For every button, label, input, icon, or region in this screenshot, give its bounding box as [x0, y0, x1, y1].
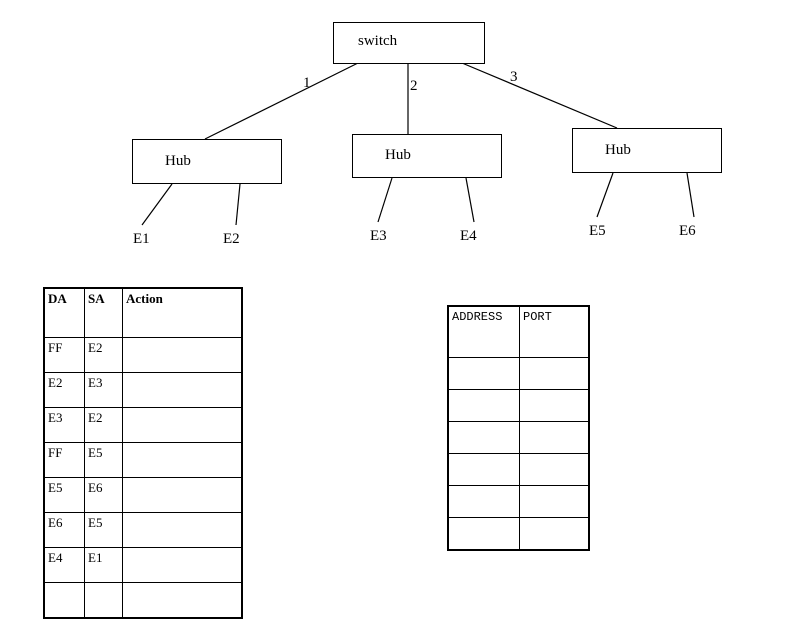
cell-action[interactable] [122, 512, 243, 548]
cell-da: E6 [43, 512, 85, 548]
cell-da: E5 [43, 477, 85, 513]
header-port: PORT [519, 305, 590, 358]
link-switch-hub1 [204, 62, 359, 140]
table-row[interactable]: FF E5 [43, 442, 243, 478]
cell-action[interactable] [122, 442, 243, 478]
table-row[interactable] [447, 485, 590, 518]
table-row[interactable] [447, 517, 590, 551]
cell-action[interactable] [122, 407, 243, 443]
cell-action[interactable] [122, 582, 243, 619]
cell-sa: E2 [84, 337, 123, 373]
link-hub3-e5 [596, 172, 614, 218]
link-hub3-e6 [686, 172, 695, 218]
cell-address[interactable] [447, 389, 520, 422]
cell-da: E3 [43, 407, 85, 443]
header-da: DA [43, 287, 85, 338]
address-table: ADDRESS PORT [447, 305, 590, 551]
cell-action[interactable] [122, 372, 243, 408]
cell-da: E4 [43, 547, 85, 583]
cell-port[interactable] [519, 357, 590, 390]
table-row[interactable]: FF E2 [43, 337, 243, 373]
cell-address[interactable] [447, 485, 520, 518]
link-hub1-e2 [235, 183, 241, 226]
host-label-e2: E2 [223, 231, 240, 247]
link-switch-hub3 [461, 62, 618, 129]
host-label-e4: E4 [460, 228, 477, 244]
table-row[interactable] [447, 389, 590, 422]
table-row[interactable] [447, 421, 590, 454]
cell-sa: E6 [84, 477, 123, 513]
cell-port[interactable] [519, 485, 590, 518]
hub-label-1: Hub [165, 153, 191, 169]
link-hub2-e4 [465, 177, 475, 223]
header-action: Action [122, 287, 243, 338]
cell-address[interactable] [447, 357, 520, 390]
cell-action[interactable] [122, 477, 243, 513]
header-address: ADDRESS [447, 305, 520, 358]
link-hub1-e1 [141, 183, 173, 226]
port-label-2: 2 [410, 78, 418, 94]
hub-node-2[interactable] [352, 134, 502, 178]
hub-node-3[interactable] [572, 128, 722, 173]
cell-address[interactable] [447, 517, 520, 551]
host-label-e6: E6 [679, 223, 696, 239]
cell-port[interactable] [519, 389, 590, 422]
table-row[interactable] [43, 582, 243, 619]
cell-sa: E3 [84, 372, 123, 408]
cell-action[interactable] [122, 337, 243, 373]
cell-sa: E1 [84, 547, 123, 583]
table-row[interactable]: E5 E6 [43, 477, 243, 513]
table-row[interactable]: E3 E2 [43, 407, 243, 443]
switch-node[interactable] [333, 22, 485, 64]
switch-label: switch [358, 33, 398, 49]
link-hub2-e3 [377, 177, 393, 223]
hub-label-2: Hub [385, 147, 411, 163]
table-row[interactable]: E2 E3 [43, 372, 243, 408]
table-header-row: ADDRESS PORT [447, 305, 590, 358]
cell-port[interactable] [519, 517, 590, 551]
table-row[interactable]: E6 E5 [43, 512, 243, 548]
cell-port[interactable] [519, 453, 590, 486]
cell-da: E2 [43, 372, 85, 408]
cell-sa [84, 582, 123, 619]
cell-action[interactable] [122, 547, 243, 583]
table-header-row: DA SA Action [43, 287, 243, 338]
host-label-e3: E3 [370, 228, 387, 244]
port-label-1: 1 [303, 75, 311, 91]
filter-table: DA SA Action FF E2 E2 E3 E3 E2 FF E5 E5 … [43, 287, 243, 619]
cell-da: FF [43, 337, 85, 373]
table-row[interactable] [447, 357, 590, 390]
cell-da [43, 582, 85, 619]
header-sa: SA [84, 287, 123, 338]
port-label-3: 3 [510, 69, 518, 85]
table-row[interactable] [447, 453, 590, 486]
cell-da: FF [43, 442, 85, 478]
host-label-e5: E5 [589, 223, 606, 239]
table-row[interactable]: E4 E1 [43, 547, 243, 583]
cell-sa: E5 [84, 442, 123, 478]
host-label-e1: E1 [133, 231, 150, 247]
cell-address[interactable] [447, 421, 520, 454]
hub-node-1[interactable] [132, 139, 282, 184]
cell-port[interactable] [519, 421, 590, 454]
cell-sa: E5 [84, 512, 123, 548]
cell-address[interactable] [447, 453, 520, 486]
cell-sa: E2 [84, 407, 123, 443]
hub-label-3: Hub [605, 142, 631, 158]
